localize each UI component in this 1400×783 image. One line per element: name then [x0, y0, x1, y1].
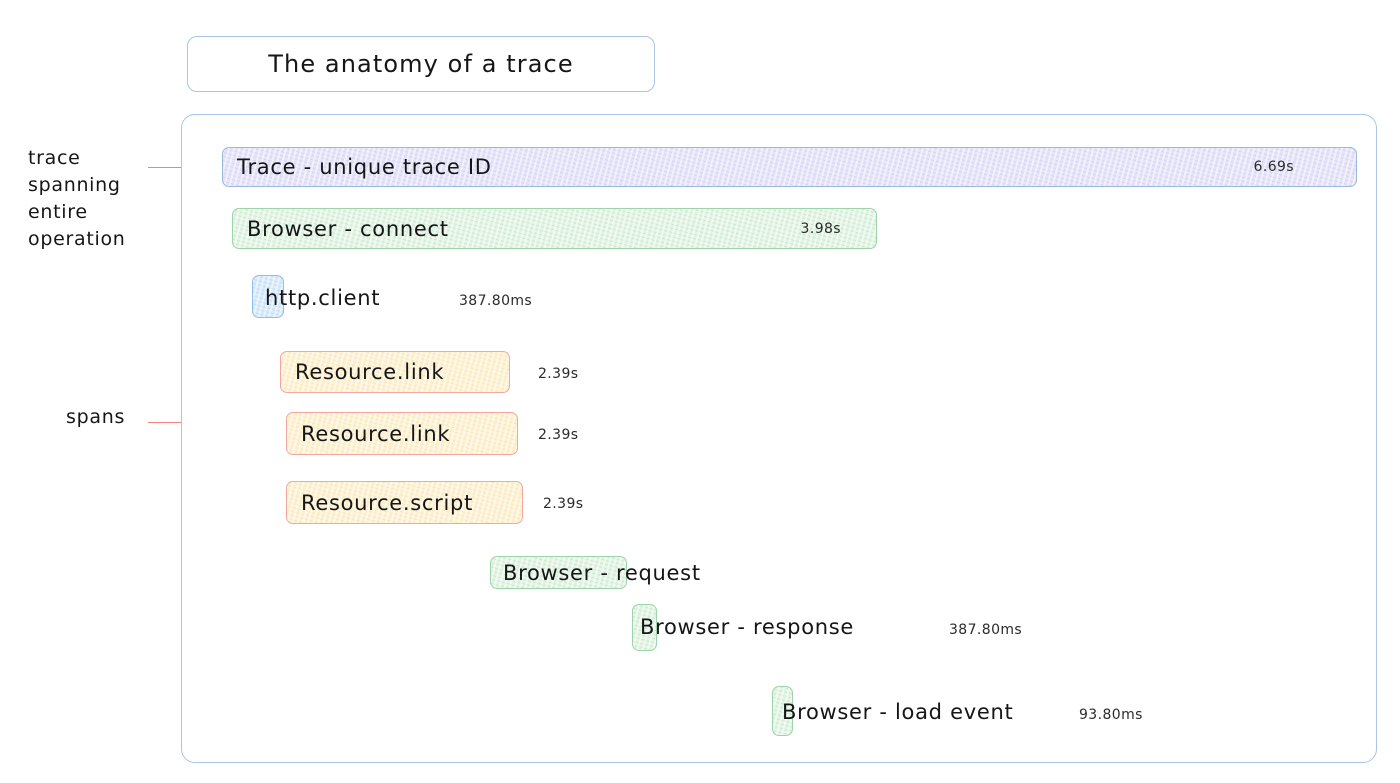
trace-bar-resource-link-1[interactable]: Resource.link [280, 351, 510, 393]
span-label: http.client [265, 286, 381, 310]
spans-annotation-label: spans [66, 406, 126, 428]
span-duration: 3.98s [800, 220, 841, 237]
trace-leader-line [148, 167, 200, 168]
spans-leader-line [148, 422, 211, 423]
span-label: Resource.script [301, 490, 473, 515]
page-title: The anatomy of a trace [268, 50, 574, 78]
span-label: Trace - unique trace ID [237, 155, 492, 179]
span-label: Browser - response [640, 615, 855, 639]
span-duration: 6.69s [1253, 159, 1294, 175]
trace-bar-http-client[interactable] [252, 275, 284, 318]
span-duration: 93.80ms [1079, 707, 1143, 723]
span-duration: 387.80ms [949, 622, 1023, 638]
trace-bar-trace[interactable]: Trace - unique trace ID 6.69s [222, 147, 1357, 187]
trace-bar-browser-request[interactable] [490, 556, 627, 589]
trace-bar-resource-script[interactable]: Resource.script [286, 481, 523, 524]
span-label: Browser - connect [247, 216, 449, 241]
span-label: Resource.link [301, 421, 451, 446]
span-label: Browser - load event [782, 700, 1014, 724]
span-duration: 2.39s [543, 496, 584, 512]
trace-annotation-label: trace spanning entire operation [28, 147, 126, 250]
span-label: Resource.link [295, 360, 445, 384]
title-card: The anatomy of a trace [187, 36, 655, 92]
span-duration: 387.80ms [459, 293, 533, 309]
span-duration: 2.39s [538, 427, 579, 443]
span-duration: 2.39s [538, 366, 579, 382]
trace-bar-browser-response[interactable] [632, 604, 657, 651]
trace-bar-browser-connect[interactable]: Browser - connect 3.98s [232, 208, 877, 249]
trace-bar-browser-load-event[interactable] [772, 686, 793, 736]
trace-container: Trace - unique trace ID 6.69s Browser - … [181, 114, 1377, 763]
span-label: Browser - request [503, 561, 701, 585]
trace-bar-resource-link-2[interactable]: Resource.link [286, 412, 518, 455]
